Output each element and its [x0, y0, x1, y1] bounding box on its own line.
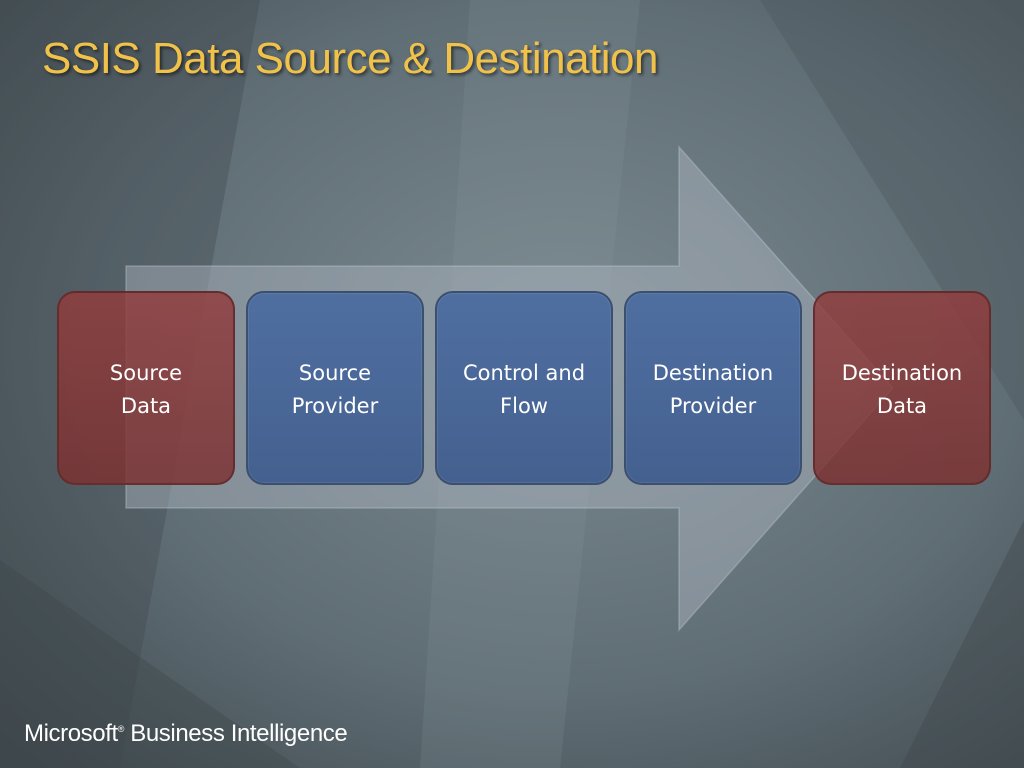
brand-product: Business Intelligence	[123, 720, 348, 747]
brand-name: Microsoft	[24, 720, 118, 747]
step-source-provider: Source Provider	[246, 291, 424, 485]
brand-mark: ®	[117, 724, 125, 734]
step-label: Destination Provider	[652, 361, 774, 418]
step-destination-data: Destination Data	[813, 291, 991, 485]
step-control-and-flow: Control and Flow	[435, 291, 613, 485]
step-source-data: Source Data	[57, 291, 235, 485]
step-label: Control and Flow	[462, 361, 586, 418]
step-label: Source Provider	[291, 361, 379, 418]
slide-title: SSIS Data Source & Destination	[42, 34, 659, 83]
process-steps: Source Data Source Provider Control and …	[57, 291, 991, 485]
step-label: Destination Data	[841, 361, 963, 418]
step-destination-provider: Destination Provider	[624, 291, 802, 485]
step-label: Source Data	[109, 361, 183, 418]
footer-brand: Microsoft® Business Intelligence	[24, 720, 348, 748]
